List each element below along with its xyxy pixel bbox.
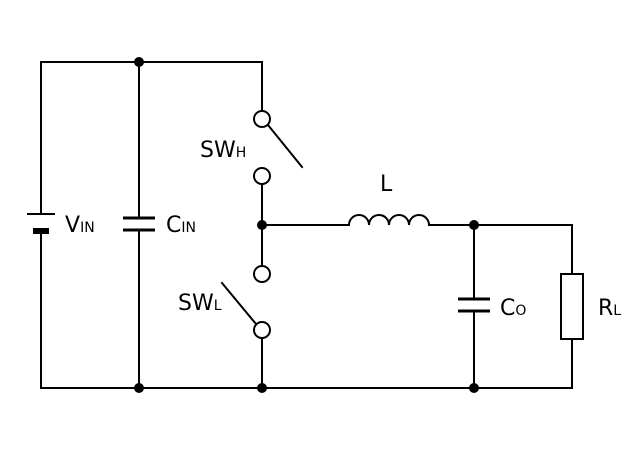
swh-contact-bottom bbox=[253, 167, 271, 185]
vin-battery-symbol bbox=[27, 213, 55, 234]
swh-label: SWH bbox=[200, 138, 246, 163]
junction-dot bbox=[257, 220, 267, 230]
swl-switch-symbol bbox=[220, 265, 271, 339]
battery-short-plate bbox=[33, 228, 49, 234]
vin-label: VIN bbox=[65, 213, 95, 238]
rl-resistor-symbol bbox=[560, 273, 584, 340]
rl-label: RL bbox=[598, 296, 621, 321]
swh-blade bbox=[266, 123, 304, 169]
junction-dot bbox=[257, 383, 267, 393]
swh-switch-symbol bbox=[253, 110, 304, 185]
junction-dot bbox=[469, 220, 479, 230]
swh-contact-top bbox=[253, 110, 271, 128]
wires bbox=[40, 61, 573, 389]
junction-dot bbox=[134, 383, 144, 393]
junction-nodes bbox=[134, 57, 479, 393]
junction-dot bbox=[134, 57, 144, 67]
cin-label: CIN bbox=[166, 213, 196, 238]
swl-blade bbox=[220, 281, 258, 326]
inductor-label: L bbox=[380, 172, 393, 197]
inductor-coil-symbol bbox=[347, 214, 431, 227]
cin-capacitor-symbol bbox=[123, 216, 155, 232]
swl-contact-bottom bbox=[253, 321, 271, 339]
co-capacitor-symbol bbox=[458, 297, 490, 313]
co-label: CO bbox=[500, 296, 526, 321]
swl-contact-top bbox=[253, 265, 271, 283]
swl-label: SWL bbox=[178, 291, 222, 316]
junction-dot bbox=[469, 383, 479, 393]
